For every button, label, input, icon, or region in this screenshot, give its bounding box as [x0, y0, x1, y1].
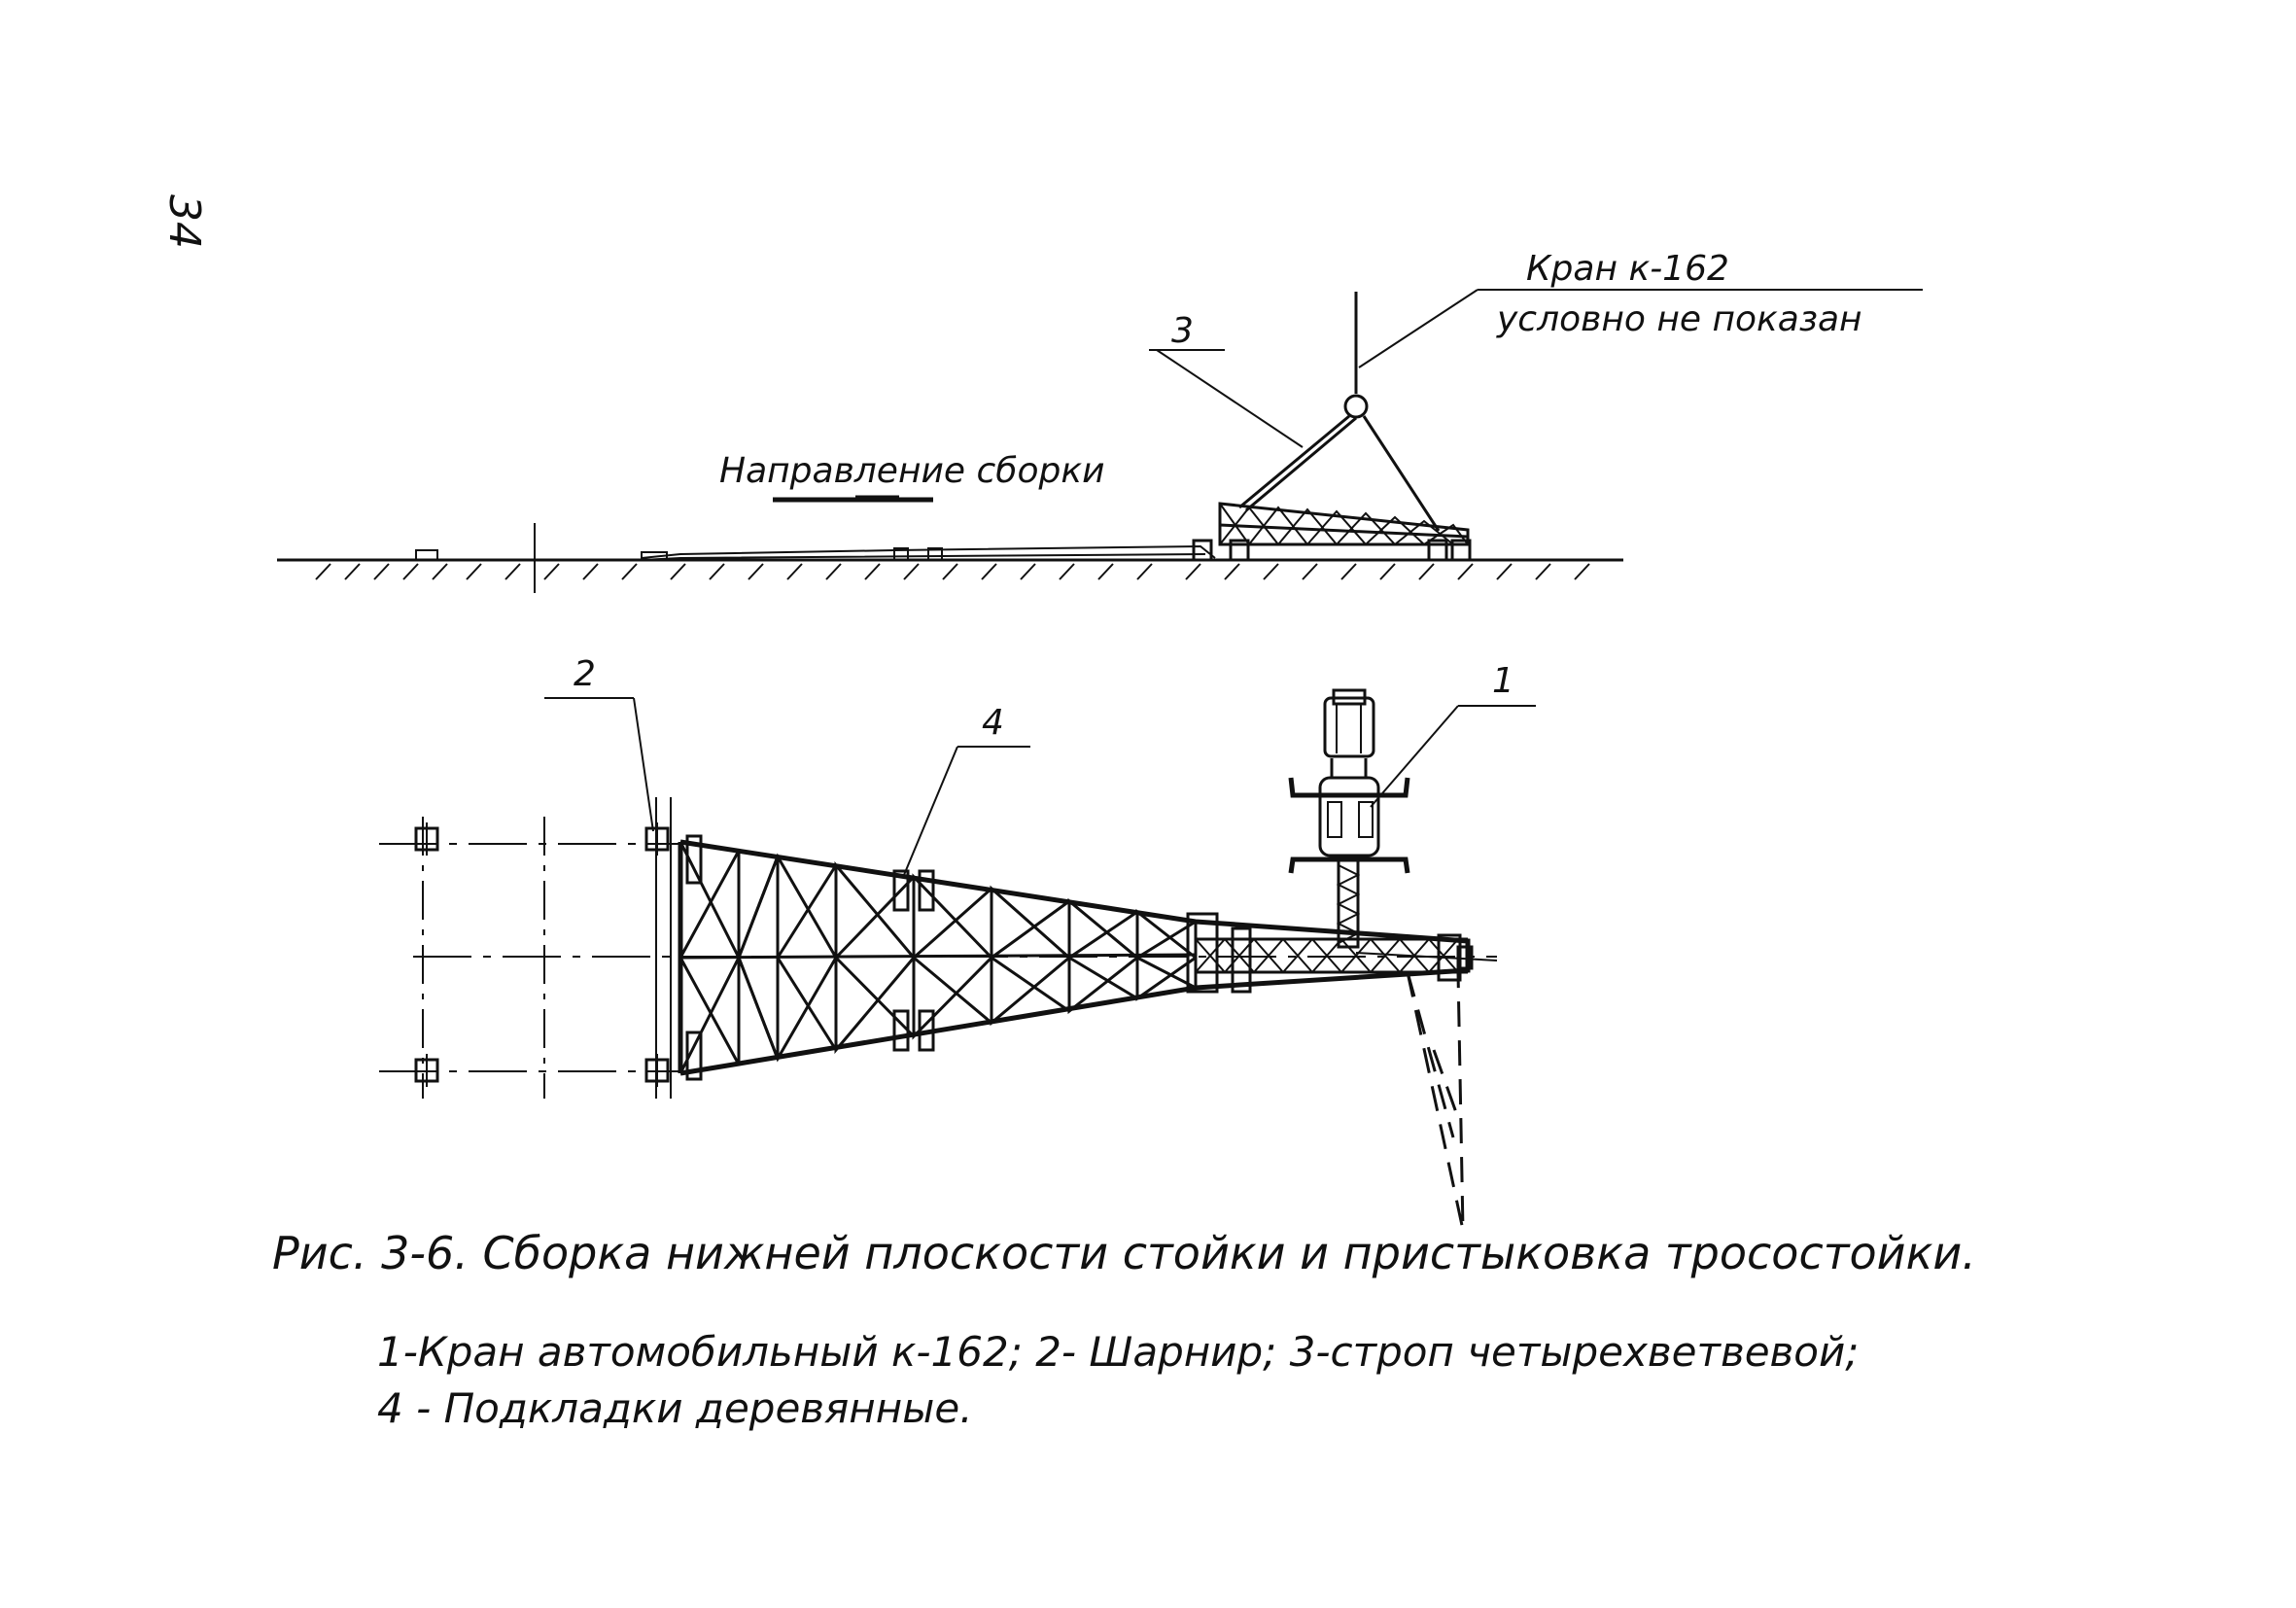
callout-2: 2: [574, 654, 596, 694]
figure-title: Рис. 3-6. Сборка нижней плоскости стойки…: [272, 1227, 1976, 1279]
direction-label: Направление сборки: [719, 451, 1105, 491]
page-number: 34: [159, 194, 209, 249]
axis-line-center-right: [1355, 952, 1498, 961]
end-block: [1437, 933, 1462, 982]
wooden-pad-far: [415, 549, 438, 561]
lifted-truss-section: [1192, 502, 1472, 562]
wooden-pad-2: [893, 547, 909, 561]
figure-legend-line2: 4 - Подкладки деревянные.: [377, 1384, 973, 1432]
guy-stand-dashed: [1406, 971, 1465, 1231]
callout-4: 4: [982, 703, 1004, 743]
wooden-pads: [685, 834, 935, 1081]
wooden-pad-1: [641, 551, 668, 561]
lower-plane-truss: [678, 839, 1474, 1076]
crane-boom: [1337, 854, 1360, 949]
support-block-2: [1229, 539, 1250, 562]
crane-label-leader: [1358, 289, 1478, 368]
ground-hatching: [315, 563, 1590, 580]
crane-cab: [1323, 696, 1375, 758]
crane-label-line2: условно не показан: [1496, 299, 1862, 339]
hinge-marks: [414, 822, 670, 1087]
crane-label-line1: Кран к-162: [1526, 249, 1729, 289]
callout-3: 3: [1171, 311, 1194, 351]
support-block-4: [1450, 539, 1472, 562]
callout-3-leader: [1156, 349, 1304, 448]
support-block-3: [1427, 539, 1448, 562]
support-block-1: [1192, 539, 1213, 562]
end-cap: [1456, 945, 1474, 970]
figure-legend-line1: 1-Кран автомобильный к-162; 2- Шарнир; 3…: [377, 1328, 1860, 1376]
callout-2-leader: [633, 697, 654, 832]
truck-crane-k162: [1288, 688, 1410, 949]
callout-4-leader: [903, 746, 958, 876]
joint-block: [1186, 912, 1219, 994]
callout-1-leader: [1370, 705, 1459, 808]
four-leg-sling: [1238, 292, 1441, 532]
plan-view: 4 2: [379, 654, 1536, 1231]
side-elevation-view: Направление сборки: [277, 249, 1923, 593]
joint-plate: [1231, 926, 1252, 994]
callout-1: 1: [1492, 661, 1514, 701]
wooden-pad-3: [927, 547, 943, 561]
